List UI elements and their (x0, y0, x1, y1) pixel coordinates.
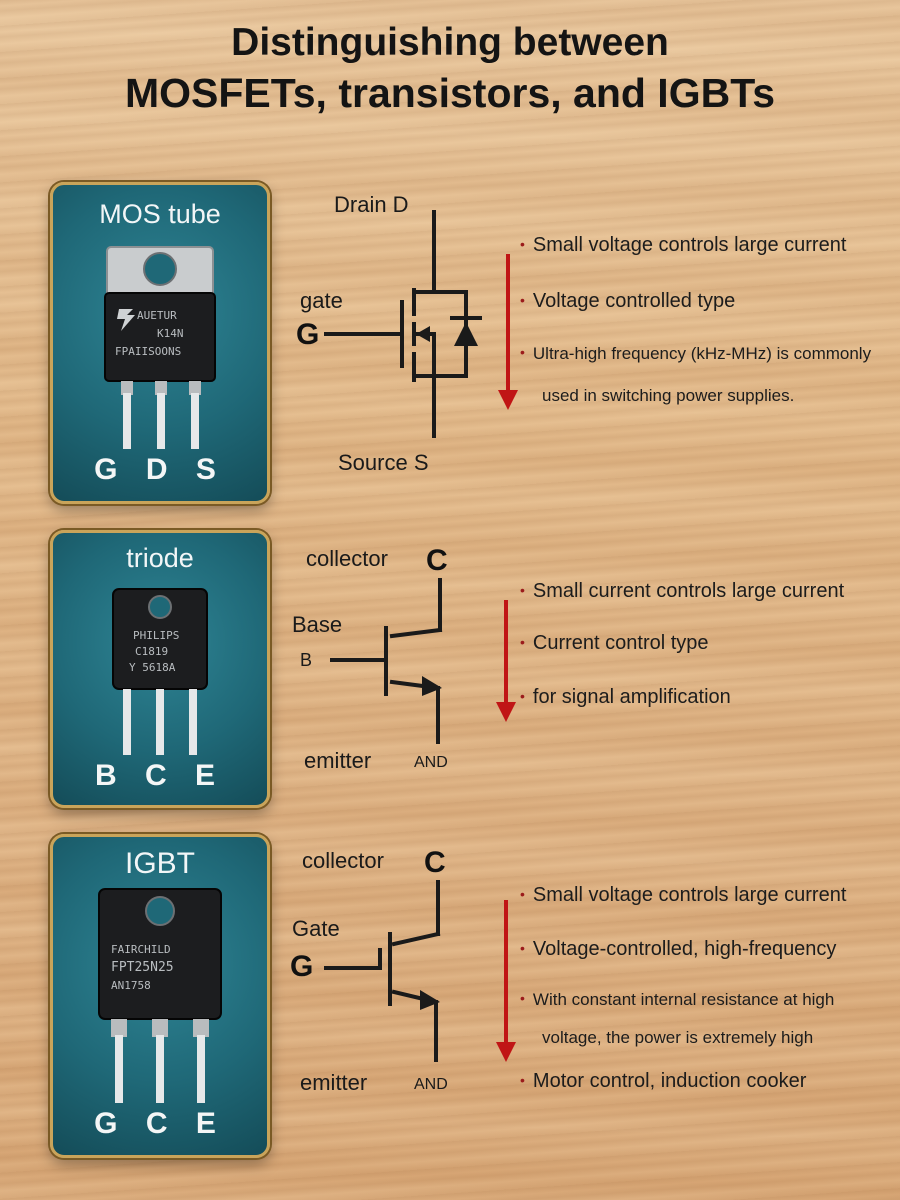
triode-chip-image: PHILIPS C1819 Y 5618A (112, 588, 208, 755)
mos-card-title: MOS tube (99, 199, 221, 229)
list-item: •Small voltage controls large current (520, 234, 847, 256)
triode-pin-labels: B C E (94, 759, 225, 792)
triode-emitter-label: emitter (304, 748, 372, 773)
igbt-chip-image: FAIRCHILD FPT25N25 AN1758 (98, 888, 222, 1103)
list-item: •for signal amplification (520, 686, 731, 708)
igbt-symbol (324, 880, 441, 1062)
list-item: used in switching power supplies. (542, 386, 795, 405)
triode-base-label: Base (292, 612, 343, 637)
igbt-collector-label: collector (302, 848, 384, 873)
mosfet-symbol (324, 210, 482, 438)
mos-card: MOS tube AUETUR K14N FPAIISOONS G D S (50, 182, 270, 504)
list-item: •Small voltage controls large current (520, 884, 847, 906)
mos-chip-line-1: AUETUR (137, 309, 177, 322)
list-item: •Current control type (520, 632, 709, 654)
triode-chip-line-2: C1819 (135, 645, 168, 658)
triode-chip-line-1: PHILIPS (133, 629, 179, 642)
triode-base-letter: B (300, 650, 313, 670)
mos-source-label: Source S (338, 450, 429, 475)
mos-chip-line-2: K14N (157, 327, 184, 340)
mos-drain-label: Drain D (334, 192, 409, 217)
mos-chip-line-3: FPAIISOONS (115, 345, 181, 358)
mos-chip-image: AUETUR K14N FPAIISOONS (104, 246, 216, 449)
list-item: •Small current controls large current (520, 580, 845, 602)
mos-pin-labels: G D S (94, 453, 226, 486)
igbt-gate-label: Gate (292, 916, 340, 941)
igbt-emitter-label: emitter (300, 1070, 368, 1095)
mos-gate-letter: G (296, 318, 320, 351)
triode-collector-letter: C (426, 544, 448, 577)
list-item: •Ultra-high frequency (kHz-MHz) is commo… (520, 344, 872, 363)
list-item: •Voltage-controlled, high-frequency (520, 938, 837, 960)
igbt-card: IGBT FAIRCHILD FPT25N25 AN1758 G C E (50, 834, 270, 1158)
list-item: •Voltage controlled type (520, 290, 736, 312)
igbt-chip-line-3: AN1758 (111, 979, 151, 992)
triode-chip-line-3: Y 5618A (129, 661, 176, 674)
igbt-chip-line-1: FAIRCHILD (111, 943, 171, 956)
title-line-1: Distinguishing between (231, 21, 669, 64)
list-item: •Motor control, induction cooker (520, 1070, 807, 1092)
igbt-card-title: IGBT (124, 847, 195, 880)
igbt-collector-letter: C (424, 846, 446, 879)
igbt-chip-line-2: FPT25N25 (111, 960, 174, 975)
triode-collector-label: collector (306, 546, 388, 571)
triode-card: triode PHILIPS C1819 Y 5618A B C E (50, 530, 270, 808)
mos-gate-label: gate (300, 288, 343, 313)
list-item: voltage, the power is extremely high (542, 1028, 814, 1047)
igbt-pin-labels: G C E (94, 1107, 226, 1140)
triode-symbol (330, 578, 443, 744)
title-line-2: MOSFETs, transistors, and IGBTs (124, 70, 776, 116)
igbt-emitter-letter: AND (414, 1076, 448, 1093)
list-item: •With constant internal resistance at hi… (520, 990, 835, 1009)
page-title: Distinguishing between MOSFETs, transist… (0, 18, 900, 118)
igbt-arrow (496, 900, 516, 1062)
mos-arrow (498, 254, 518, 410)
triode-emitter-letter: AND (414, 754, 448, 771)
triode-card-title: triode (126, 543, 194, 573)
igbt-gate-letter: G (290, 950, 314, 983)
triode-arrow (496, 600, 516, 722)
